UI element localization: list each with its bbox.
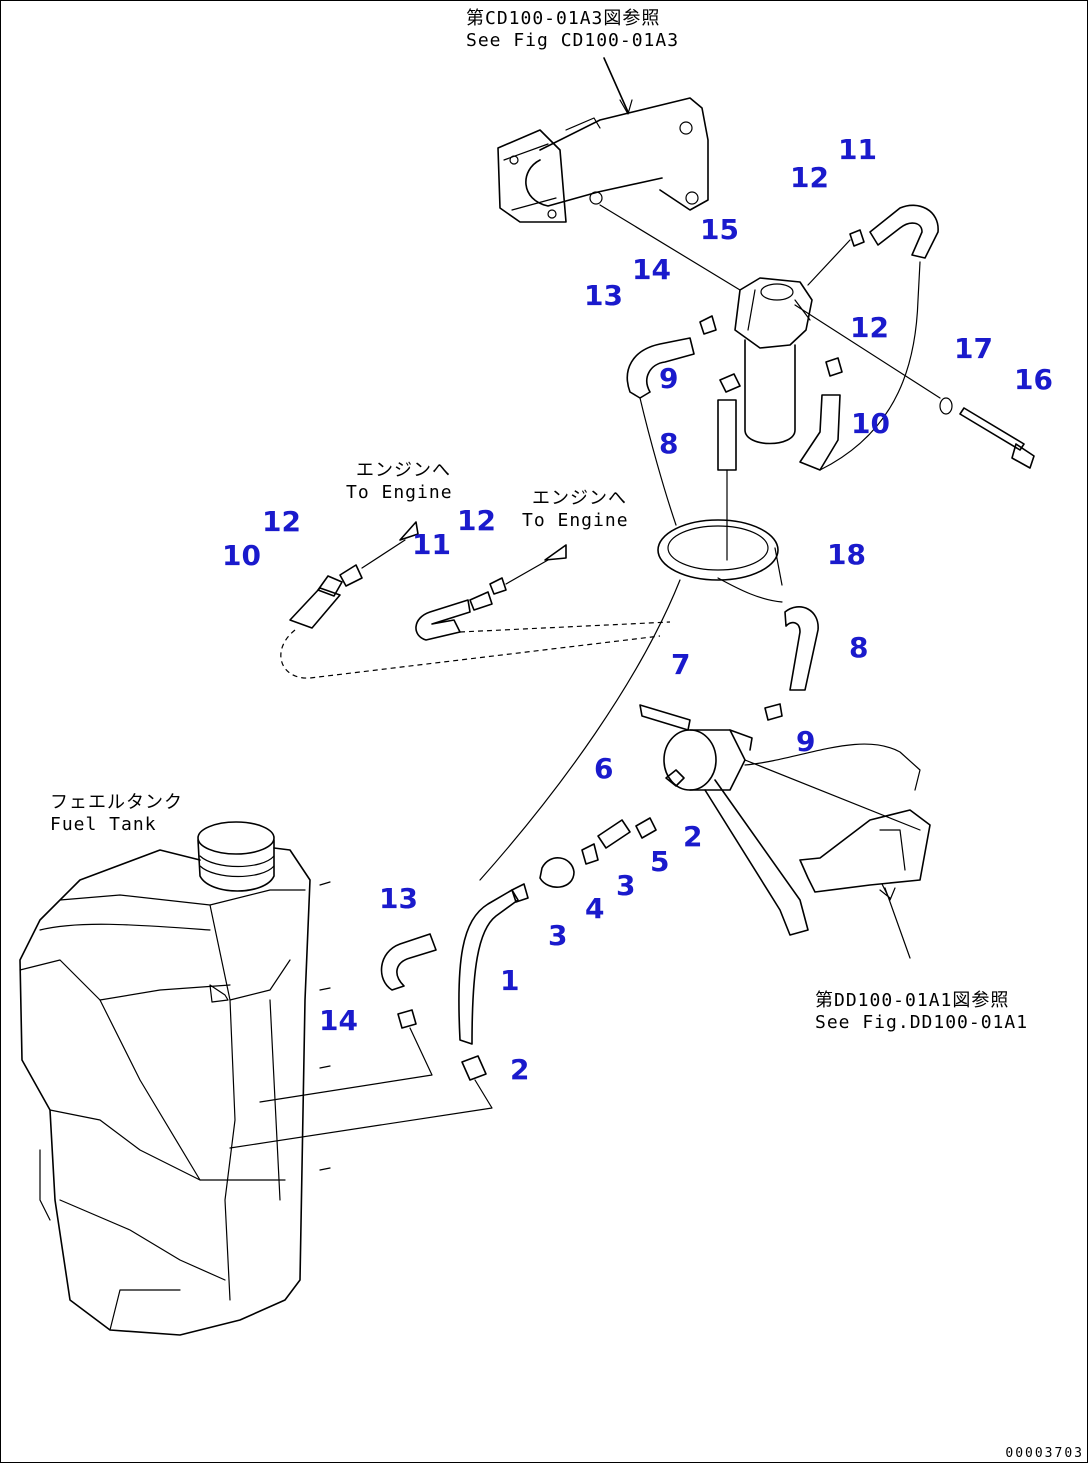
callout-7: 7 <box>671 648 691 681</box>
ref-lower-jp: 第DD100-01A1図参照 <box>815 990 1010 1011</box>
fuel-tank <box>19 821 331 1336</box>
fuel-tank-label: フェエルタンク Fuel Tank <box>50 792 183 836</box>
callout-4: 4 <box>585 892 605 925</box>
to-engine-1-jp: エンジンへ <box>356 460 451 481</box>
fuel-pump <box>639 704 931 959</box>
callout-12: 12 <box>457 504 496 537</box>
bolt-16 <box>939 397 1035 469</box>
callout-11: 11 <box>838 133 877 166</box>
callout-14: 14 <box>319 1004 358 1037</box>
ref-lower-en: See Fig.DD100-01A1 <box>815 1012 1029 1033</box>
callout-8: 8 <box>849 631 869 664</box>
to-engine-label-1: エンジンへ To Engine <box>346 460 453 504</box>
callout-12: 12 <box>790 161 829 194</box>
callout-6: 6 <box>594 752 614 785</box>
fuel-tank-en: Fuel Tank <box>50 814 157 835</box>
to-engine-1-en: To Engine <box>346 482 453 503</box>
callout-18: 18 <box>827 538 866 571</box>
callout-5: 5 <box>650 845 670 878</box>
hose-1-13 <box>229 889 519 1149</box>
callout-14: 14 <box>632 253 671 286</box>
callout-9: 9 <box>659 362 679 395</box>
upper-hoses <box>626 204 939 561</box>
callout-12: 12 <box>850 311 889 344</box>
to-engine-2-jp: エンジンへ <box>532 488 627 509</box>
ref-upper-en: See Fig CD100-01A3 <box>466 30 680 51</box>
ref-upper-jp: 第CD100-01A3図参照 <box>466 8 661 29</box>
callout-3: 3 <box>616 869 636 902</box>
callout-17: 17 <box>954 332 993 365</box>
callout-3: 3 <box>548 919 568 952</box>
callout-11: 11 <box>412 528 451 561</box>
ref-lower-bracket: 第DD100-01A1図参照 See Fig.DD100-01A1 <box>815 990 1028 1034</box>
callout-13: 13 <box>379 882 418 915</box>
to-engine-label-2: エンジンへ To Engine <box>522 488 629 532</box>
lower-hoses <box>479 577 819 881</box>
callout-10: 10 <box>222 539 261 572</box>
callout-12: 12 <box>262 505 301 538</box>
callout-16: 16 <box>1014 363 1053 396</box>
callout-13: 13 <box>584 279 623 312</box>
clamp-18 <box>657 519 783 586</box>
upper-bracket <box>497 57 709 223</box>
to-engine-2-en: To Engine <box>522 510 629 531</box>
ref-upper-bracket: 第CD100-01A3図参照 See Fig CD100-01A3 <box>466 8 679 52</box>
fuel-tank-jp: フェエルタンク <box>50 792 183 813</box>
callout-2: 2 <box>510 1053 530 1086</box>
engine-hoses <box>280 521 671 679</box>
callout-9: 9 <box>796 725 816 758</box>
callout-15: 15 <box>700 213 739 246</box>
callout-2: 2 <box>683 820 703 853</box>
callout-8: 8 <box>659 427 679 460</box>
drawing-code: 00003703 <box>1005 1446 1084 1461</box>
callout-1: 1 <box>500 964 520 997</box>
callout-10: 10 <box>851 407 890 440</box>
fuel-filter <box>599 204 941 445</box>
fittings <box>511 817 657 903</box>
